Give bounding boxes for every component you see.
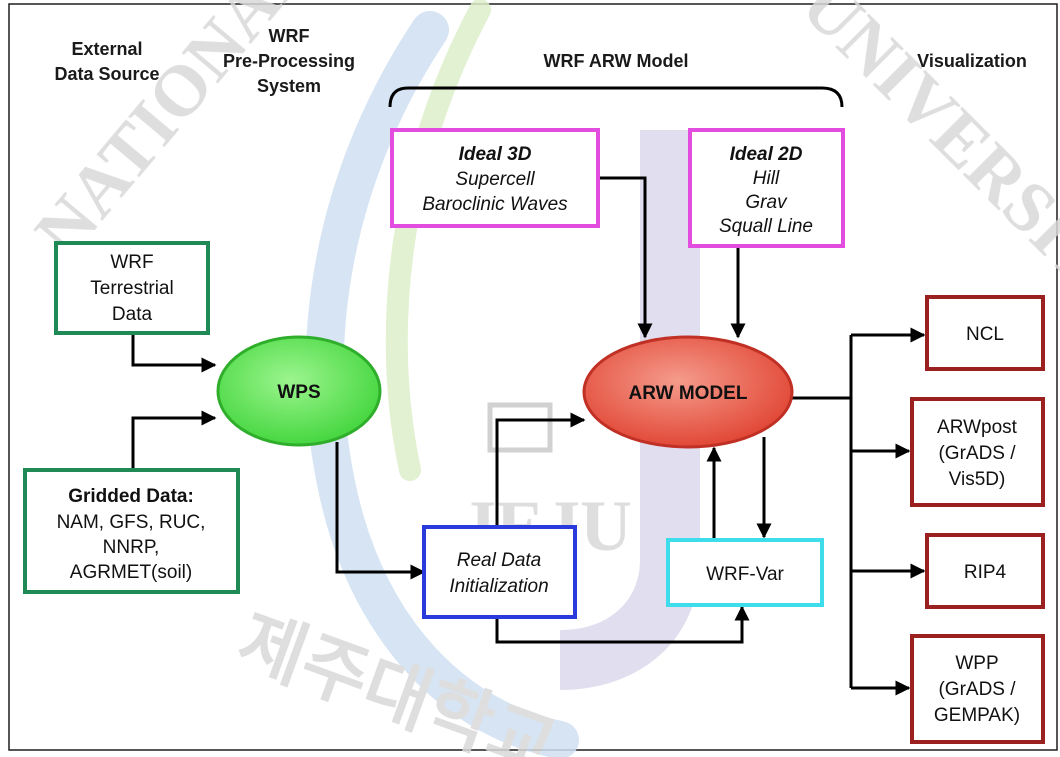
- header-external-1: External: [71, 39, 142, 59]
- arwpost-line2: (GrADS /: [938, 443, 1016, 464]
- header-arw-model: WRF ARW Model: [544, 51, 689, 71]
- rip4-box: RIP4: [925, 533, 1045, 609]
- header-external-2: Data Source: [54, 64, 159, 84]
- wrf-terrestrial-data-box: WRF Terrestrial Data: [54, 241, 210, 335]
- ideal-3d-line2: Supercell: [455, 169, 535, 190]
- ideal-2d-box: Ideal 2D Hill Grav Squall Line: [688, 128, 845, 248]
- header-wrf-1: WRF: [269, 26, 310, 46]
- wrf-terrestrial-line1: WRF: [110, 252, 153, 273]
- ideal-2d-title: Ideal 2D: [730, 144, 803, 165]
- connectors: [131, 176, 926, 696]
- arwpost-line3: Vis5D): [949, 469, 1006, 490]
- wpp-box: WPP (GrADS / GEMPAK): [910, 634, 1045, 744]
- ideal-3d-box: Ideal 3D Supercell Baroclinic Waves: [390, 128, 600, 228]
- wrf-var-box: WRF-Var: [666, 538, 824, 607]
- ideal-2d-line4: Squall Line: [719, 216, 813, 237]
- gridded-data-line3: NNRP,: [103, 537, 160, 558]
- real-data-line2: Initialization: [449, 576, 548, 597]
- ideal-2d-line3: Grav: [745, 192, 788, 213]
- ncl-box: NCL: [925, 295, 1045, 371]
- ideal-3d-line3: Baroclinic Waves: [422, 194, 568, 215]
- rip4-label: RIP4: [964, 562, 1007, 583]
- wrf-terrestrial-line2: Terrestrial: [90, 278, 173, 299]
- wpp-line3: GEMPAK): [934, 705, 1020, 726]
- ideal-2d-line2: Hill: [753, 168, 780, 189]
- arw-model-label: ARW MODEL: [629, 383, 748, 404]
- wps-node: WPS: [216, 335, 382, 447]
- wps-label: WPS: [277, 382, 320, 403]
- gridded-data-line4: AGRMET(soil): [70, 562, 192, 583]
- arw-bracket: [388, 86, 844, 108]
- gridded-data-title: Gridded Data:: [68, 486, 194, 507]
- arwpost-box: ARWpost (GrADS / Vis5D): [910, 397, 1045, 507]
- arw-model-node: ARW MODEL: [582, 335, 794, 449]
- header-wrf-3: System: [257, 76, 321, 96]
- arwpost-line1: ARWpost: [937, 417, 1018, 438]
- real-data-line1: Real Data: [457, 550, 542, 571]
- wpp-line1: WPP: [955, 653, 998, 674]
- wpp-line2: (GrADS /: [938, 679, 1016, 700]
- gridded-data-line2: NAM, GFS, RUC,: [57, 512, 206, 533]
- wrf-terrestrial-line3: Data: [112, 304, 153, 325]
- header-visualization: Visualization: [917, 51, 1027, 71]
- ncl-label: NCL: [966, 324, 1004, 345]
- real-data-initialization-box: Real Data Initialization: [422, 525, 577, 619]
- header-wrf-2: Pre-Processing: [223, 51, 355, 71]
- gridded-data-box: Gridded Data: NAM, GFS, RUC, NNRP, AGRME…: [23, 468, 240, 594]
- ideal-3d-title: Ideal 3D: [459, 144, 532, 165]
- wrf-var-label: WRF-Var: [706, 564, 784, 585]
